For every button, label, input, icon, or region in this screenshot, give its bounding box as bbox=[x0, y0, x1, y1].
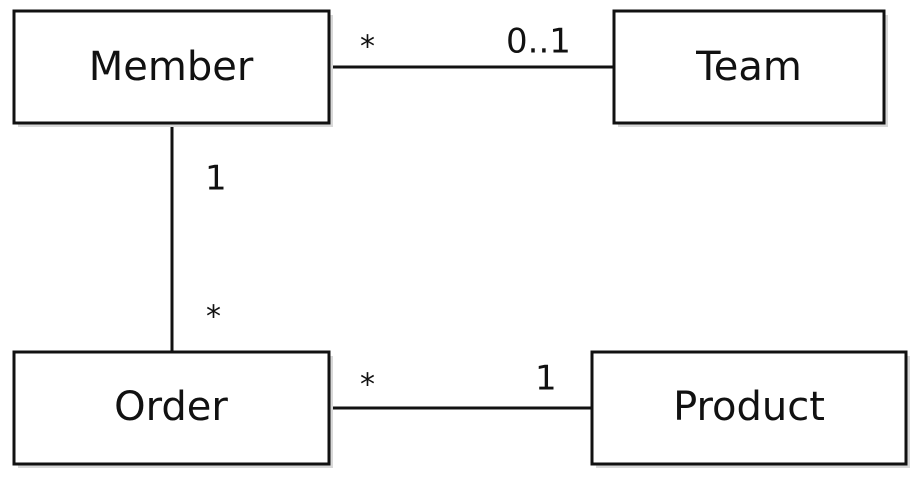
entity-order[interactable]: Order bbox=[12, 350, 333, 468]
entity-product-label: Product bbox=[673, 384, 825, 430]
multiplicity-order-to-product: * bbox=[360, 368, 375, 403]
entity-team-box bbox=[612, 9, 886, 125]
multiplicity-team-from-member: 0..1 bbox=[506, 22, 571, 62]
entity-team[interactable]: Team bbox=[612, 9, 888, 127]
entity-team-label: Team bbox=[695, 44, 802, 90]
entity-member-box bbox=[12, 9, 331, 125]
entity-product-box bbox=[590, 350, 908, 466]
entity-order-box bbox=[12, 350, 331, 466]
multiplicity-order-from-member: * bbox=[206, 300, 221, 335]
entity-member[interactable]: Member bbox=[12, 9, 333, 127]
entity-order-label: Order bbox=[114, 384, 228, 430]
entity-member-label: Member bbox=[89, 44, 254, 90]
multiplicity-product-from-order: 1 bbox=[535, 359, 557, 399]
multiplicity-member-to-order: 1 bbox=[205, 159, 227, 199]
multiplicity-member-to-team: * bbox=[360, 30, 375, 65]
entity-product[interactable]: Product bbox=[590, 350, 910, 468]
